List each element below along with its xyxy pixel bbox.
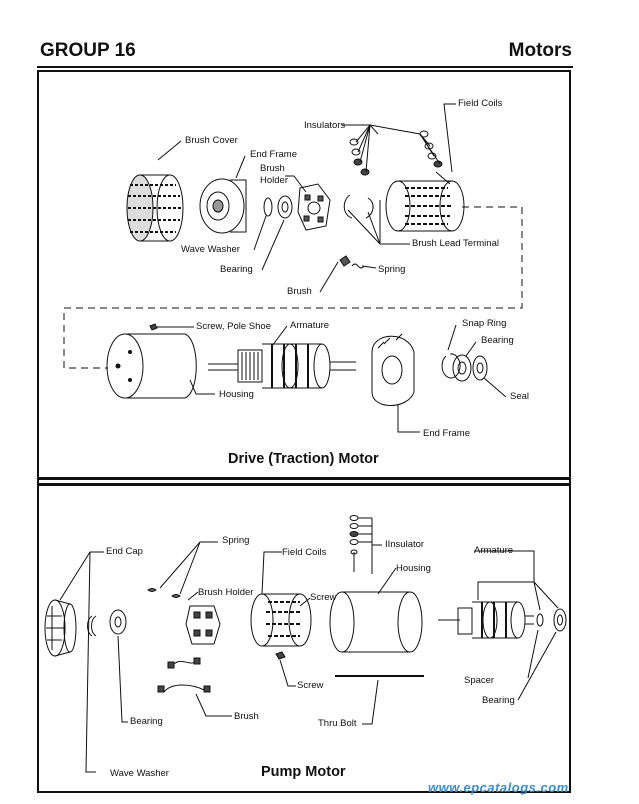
seal-drive-part [472,355,488,381]
label-thru-bolt: Thru Bolt [318,718,357,729]
label-screw-pump-upper: Screw [310,592,337,603]
bearing-drive-part [452,354,472,382]
group-title: GROUP 16 [40,40,136,61]
label-brush-holder-line2: Holder [260,175,288,186]
label-insulator-pump: IInsulator [385,539,425,550]
wave-washer-top-part [263,197,273,217]
label-bearing-pump-left: Bearing [130,716,163,727]
label-brush-pump: Brush [234,711,259,722]
label-housing-drive: Housing [219,389,254,400]
label-insulators: Insulators [304,120,346,131]
label-screw-pump-lower: Screw [297,680,324,691]
brush-holder-pump-part [185,605,221,645]
label-brush-holder-line1: Brush [260,163,285,174]
label-brush-drive: Brush [287,286,312,297]
label-spring-drive: Spring [378,264,406,275]
label-wave-washer-drive: Wave Washer [181,244,240,255]
section-title: Motors [508,40,572,61]
bearing-pump-left-part [109,609,127,635]
label-brush-lead-terminal: Brush Lead Terminal [412,238,499,249]
label-end-frame-top: End Frame [250,149,297,160]
label-field-coils-pump: Field Coils [282,547,327,558]
housing-pump-part [329,591,423,653]
insulator-pump-part [349,515,359,572]
housing-drive-part [106,333,197,399]
wave-washer-pump-part [87,615,97,637]
label-armature-pump: Armature [474,545,514,556]
label-bearing-top: Bearing [220,264,253,275]
brush-lead-terminal-part [343,194,374,219]
label-end-cap: End Cap [106,546,143,557]
end-frame-top-part [199,178,247,234]
caption-pump-motor: Pump Motor [261,764,346,780]
label-spring-pump: Spring [222,535,250,546]
leader-lines-pump [59,517,559,773]
pole-shoe-screw-part [149,323,158,331]
brush-pump-part [157,657,211,693]
section-divider-top [39,477,569,480]
label-bearing-drive: Bearing [481,335,514,346]
label-screw-pole-shoe: Screw, Pole Shoe [196,321,271,332]
header-rule [37,66,573,68]
bearing-pump-right-part [553,608,567,632]
end-frame-drive-part [371,333,415,406]
bearing-top-part [277,195,293,219]
leader-lines-drive [156,103,507,433]
label-spacer: Spacer [464,675,495,686]
label-armature-drive: Armature [290,320,330,331]
label-brush-holder-pump: Brush Holder [198,587,254,598]
brush-cover-part [126,174,184,242]
brush-drive-part [339,255,351,267]
spacer-pump-part [536,613,544,627]
watermark: www.epcatalogs.com [428,780,569,795]
label-field-coils-drive: Field Coils [458,98,503,109]
insulators-part [349,130,443,176]
caption-drive-motor: Drive (Traction) Motor [228,451,379,467]
label-housing-pump: Housing [396,563,431,574]
diagram-frame [37,70,571,793]
label-seal: Seal [510,391,530,402]
spring-pump-part-1 [147,588,157,592]
section-divider-bottom [39,483,569,486]
label-bearing-pump-right: Bearing [482,695,515,706]
end-cap-part [44,599,77,657]
label-snap-ring: Snap Ring [462,318,507,329]
armature-drive-part [208,343,356,389]
screw-pump-lower-part [275,651,286,660]
snap-ring-part [441,353,461,379]
brush-holder-top-part [297,183,331,231]
label-brush-cover: Brush Cover [185,135,238,146]
assembly-dash-line [63,206,523,369]
label-end-frame-drive: End Frame [423,428,470,439]
field-coils-pump-part [250,593,312,647]
armature-pump-part [438,601,534,639]
field-coils-drive-part [385,171,465,232]
spring-drive-part [351,263,365,269]
label-wave-washer-pump: Wave Washer [110,768,169,779]
spring-pump-part-2 [171,594,181,598]
